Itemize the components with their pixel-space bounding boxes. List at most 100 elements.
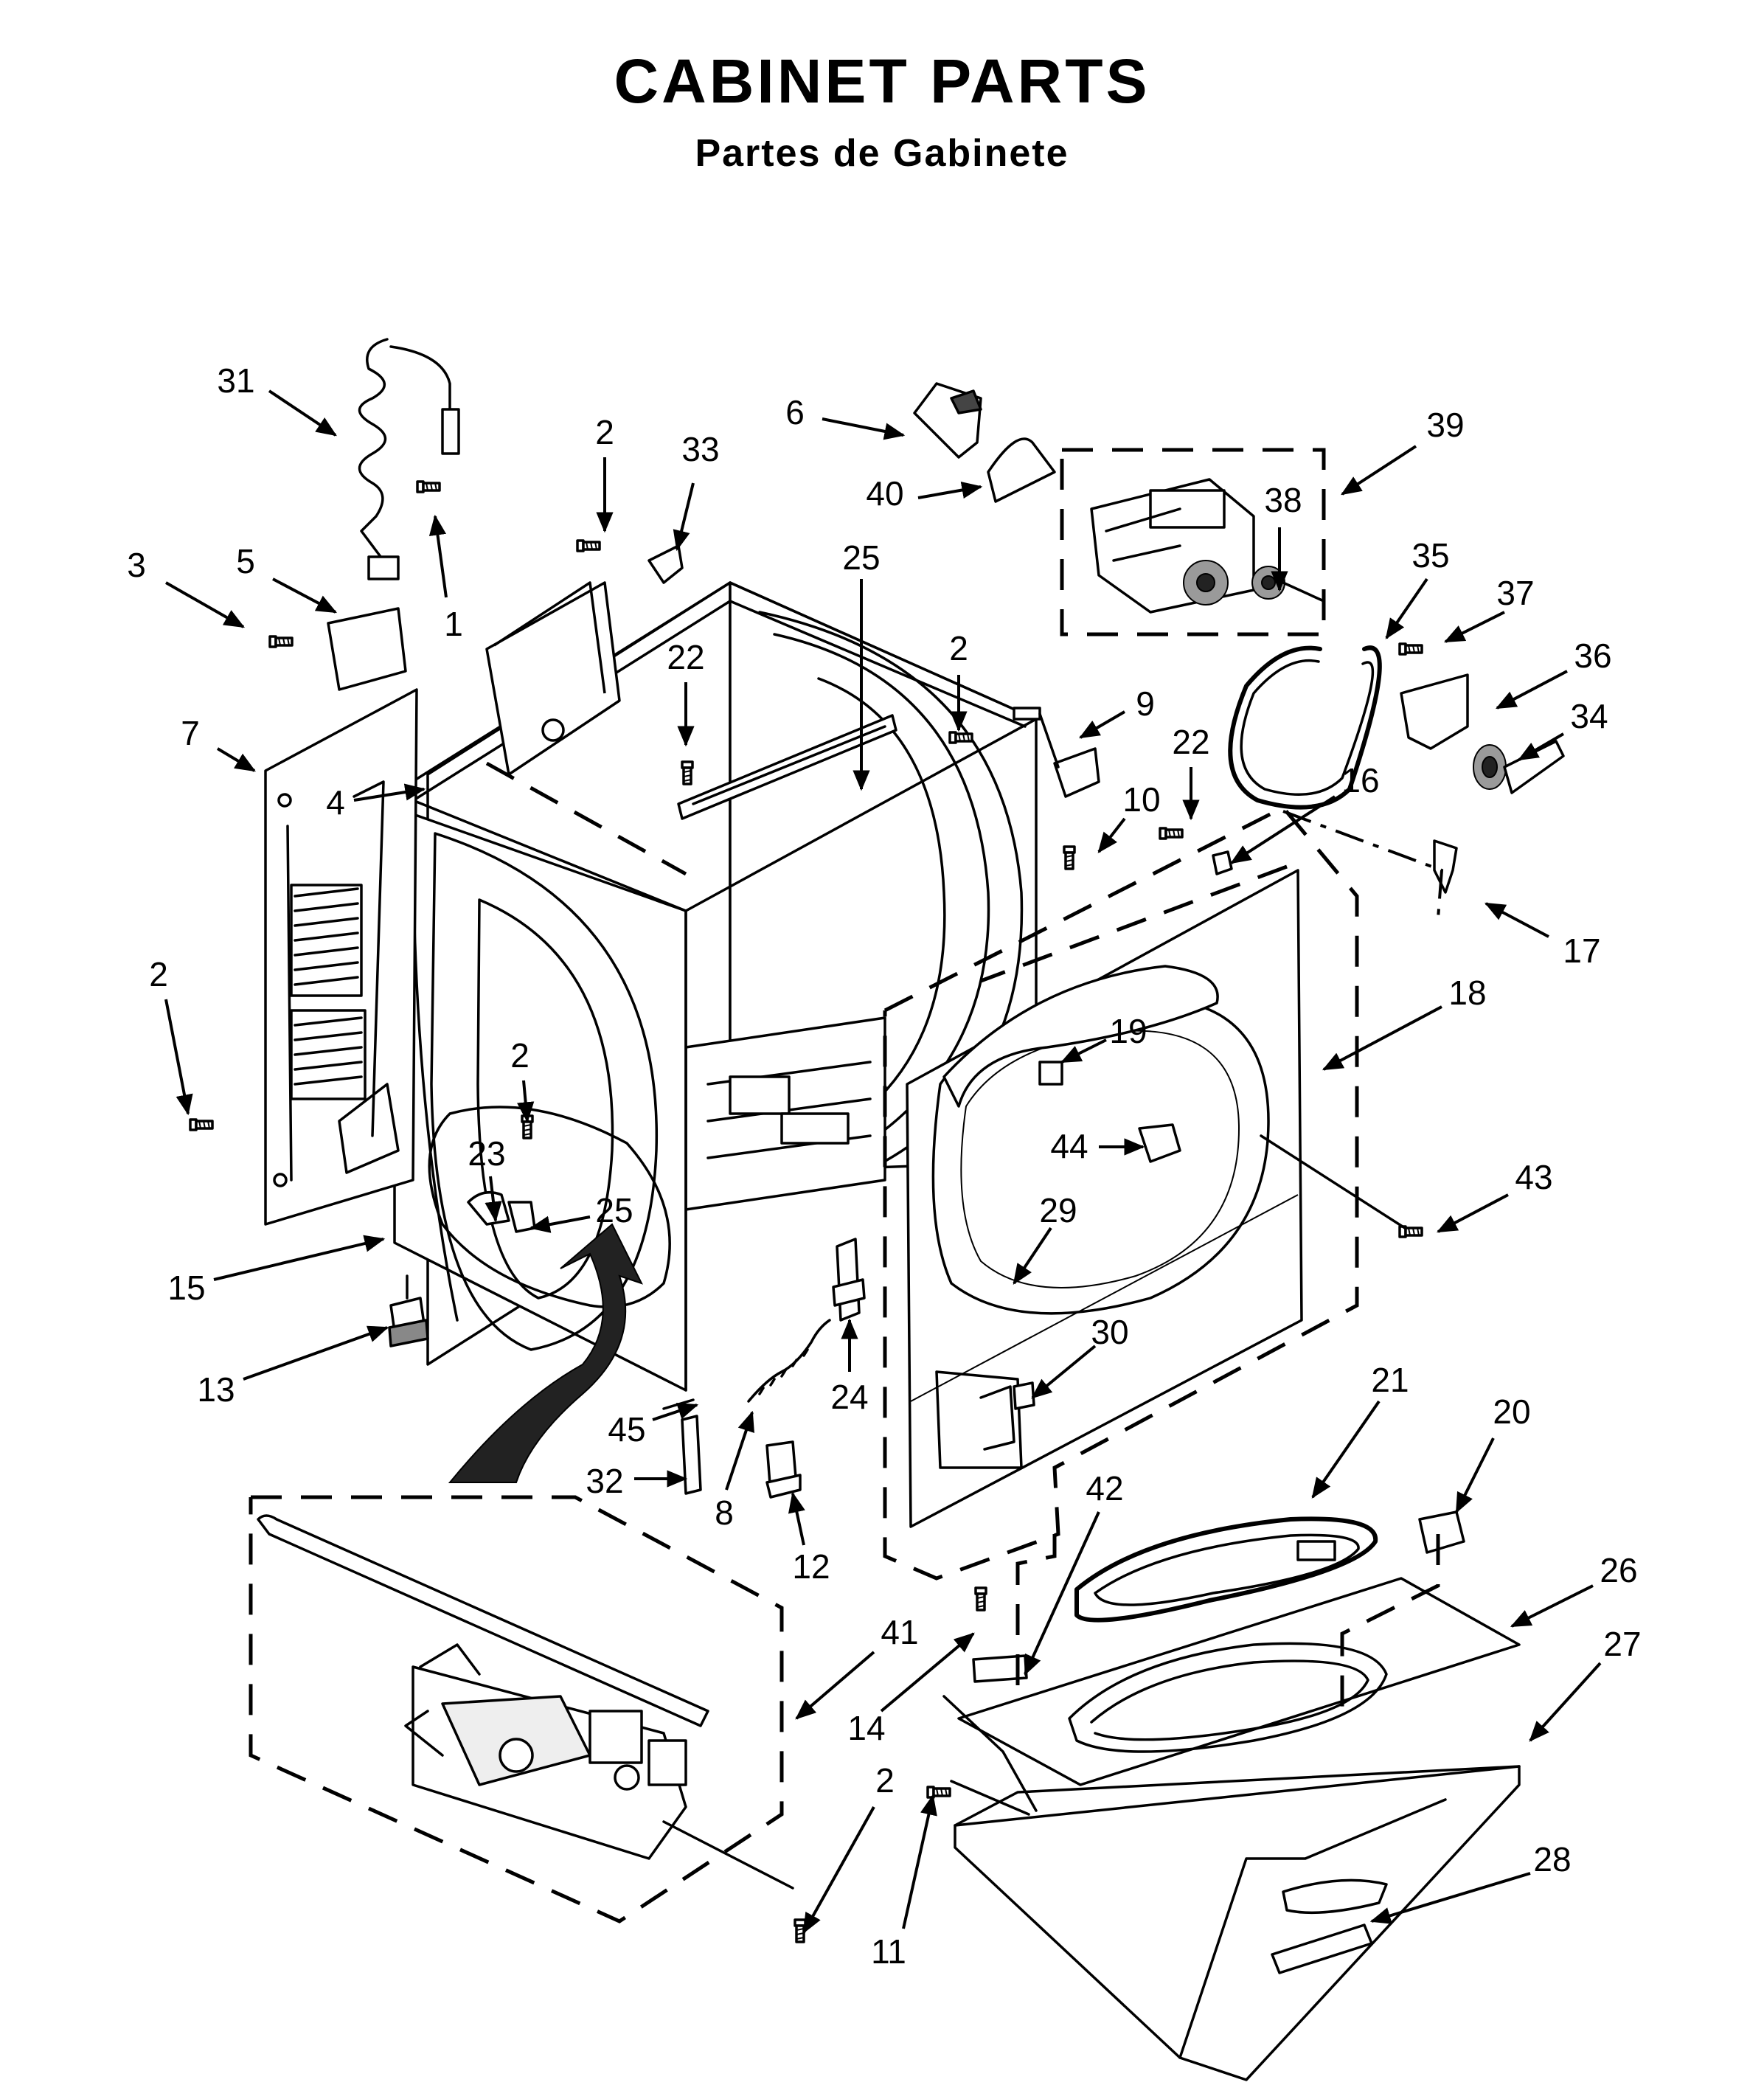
- callout-31: 31: [217, 361, 337, 437]
- callout-2: 2: [949, 629, 968, 732]
- callout-leader: [795, 1651, 875, 1720]
- callout-22: 22: [1172, 723, 1210, 821]
- callout-2: 2: [802, 1761, 895, 1935]
- callout-6: 6: [785, 393, 906, 440]
- callout-label: 6: [785, 393, 805, 431]
- callout-10: 10: [1097, 780, 1161, 853]
- callout-label: 21: [1371, 1361, 1409, 1399]
- callout-label: 11: [871, 1932, 906, 1971]
- callout-42: 42: [1024, 1469, 1124, 1676]
- callout-leader: [272, 577, 338, 614]
- callout-label: 39: [1426, 406, 1464, 444]
- callout-leader: [902, 1794, 937, 1929]
- callout-leader: [1517, 732, 1565, 761]
- callout-leader: [216, 747, 257, 772]
- callout-14: 14: [847, 1632, 975, 1747]
- detail-arrow: [448, 1223, 643, 1483]
- callout-label: 9: [1136, 684, 1155, 723]
- callout-29: 29: [1013, 1191, 1077, 1285]
- callout-label: 14: [847, 1709, 885, 1747]
- callout-20: 20: [1455, 1392, 1531, 1514]
- front-panel: [906, 869, 1303, 1528]
- callout-leader: [1311, 1400, 1381, 1499]
- callout-leader: [1495, 670, 1568, 710]
- callout-label: 17: [1563, 932, 1600, 970]
- callout-label: 36: [1574, 636, 1611, 675]
- leveling-foot: [388, 1274, 429, 1347]
- callout-1: 1: [428, 514, 463, 643]
- callout-36: 36: [1495, 636, 1612, 710]
- base-tray: [954, 1765, 1521, 2081]
- callout-label: 20: [1493, 1392, 1530, 1431]
- callout-leader: [1369, 1872, 1531, 1924]
- callout-44: 44: [1050, 1127, 1145, 1165]
- callout-leader: [788, 1491, 805, 1546]
- callout-16: 16: [1230, 761, 1380, 864]
- callout-label: 8: [715, 1494, 734, 1532]
- callout-leader: [213, 1235, 386, 1281]
- callout-label: 22: [667, 638, 704, 676]
- callout-leader: [1385, 577, 1428, 639]
- callout-2: 2: [595, 413, 614, 533]
- callout-label: 10: [1122, 780, 1160, 819]
- callout-label: 5: [236, 542, 255, 580]
- callout-leader: [880, 1632, 975, 1713]
- callout-40: 40: [866, 474, 983, 513]
- callout-39: 39: [1341, 406, 1465, 496]
- callout-label: 15: [167, 1269, 205, 1307]
- callout-label: 41: [881, 1613, 918, 1651]
- motor-assembly-box: [1060, 448, 1326, 636]
- callout-label: 16: [1341, 761, 1379, 799]
- callout-leader: [353, 783, 426, 802]
- callout-label: 1: [444, 605, 463, 643]
- drive-motor: [1090, 478, 1255, 614]
- callout-label: 35: [1411, 536, 1449, 575]
- base-plate: [957, 1577, 1521, 1786]
- callout-label: 2: [595, 413, 614, 451]
- callout-label: 2: [949, 629, 968, 667]
- callout-2: 2: [149, 955, 193, 1116]
- callout-38: 38: [1264, 481, 1302, 592]
- power-cord: [358, 338, 460, 580]
- callout-leader: [268, 389, 337, 437]
- callout-leader: [165, 581, 246, 628]
- callout-label: 26: [1600, 1551, 1637, 1589]
- callout-label: 7: [181, 714, 200, 752]
- callout-41: 41: [795, 1613, 919, 1720]
- callout-leader: [517, 1080, 535, 1123]
- callout-4: 4: [326, 783, 426, 822]
- callout-21: 21: [1311, 1361, 1409, 1499]
- callout-label: 12: [792, 1547, 830, 1586]
- detail-loop: [428, 1106, 671, 1308]
- callout-45: 45: [608, 1403, 699, 1449]
- callout-15: 15: [167, 1235, 386, 1307]
- callout-leader: [1031, 1345, 1097, 1399]
- callout-label: 43: [1515, 1158, 1552, 1196]
- callout-leader: [725, 1410, 754, 1491]
- idler-bracket: [1400, 673, 1469, 750]
- callout-leader: [1436, 1193, 1509, 1233]
- burner-assembly-box: [249, 1495, 784, 1923]
- page-title: CABINET PARTS: [614, 46, 1150, 116]
- callout-label: 44: [1050, 1127, 1088, 1165]
- callout-leader: [802, 1806, 875, 1935]
- callout-label: 23: [468, 1134, 505, 1173]
- callout-24: 24: [830, 1318, 869, 1416]
- callout-leader: [673, 482, 695, 552]
- callout-11: 11: [871, 1794, 937, 1971]
- callout-leader: [1013, 1227, 1052, 1285]
- callout-leader: [1484, 902, 1549, 938]
- callout-12: 12: [788, 1491, 830, 1586]
- callout-label: 25: [595, 1191, 633, 1229]
- callout-leader: [652, 1403, 699, 1421]
- callout-leader: [243, 1325, 389, 1381]
- callout-37: 37: [1443, 574, 1535, 643]
- callout-label: 40: [866, 474, 903, 513]
- callout-leader: [1024, 1511, 1100, 1676]
- callout-26: 26: [1510, 1551, 1638, 1628]
- terminal-screw: [416, 480, 441, 493]
- page-subtitle: Partes de Gabinete: [695, 132, 1069, 175]
- callout-leader: [428, 514, 448, 598]
- rear-panel: [264, 688, 418, 1226]
